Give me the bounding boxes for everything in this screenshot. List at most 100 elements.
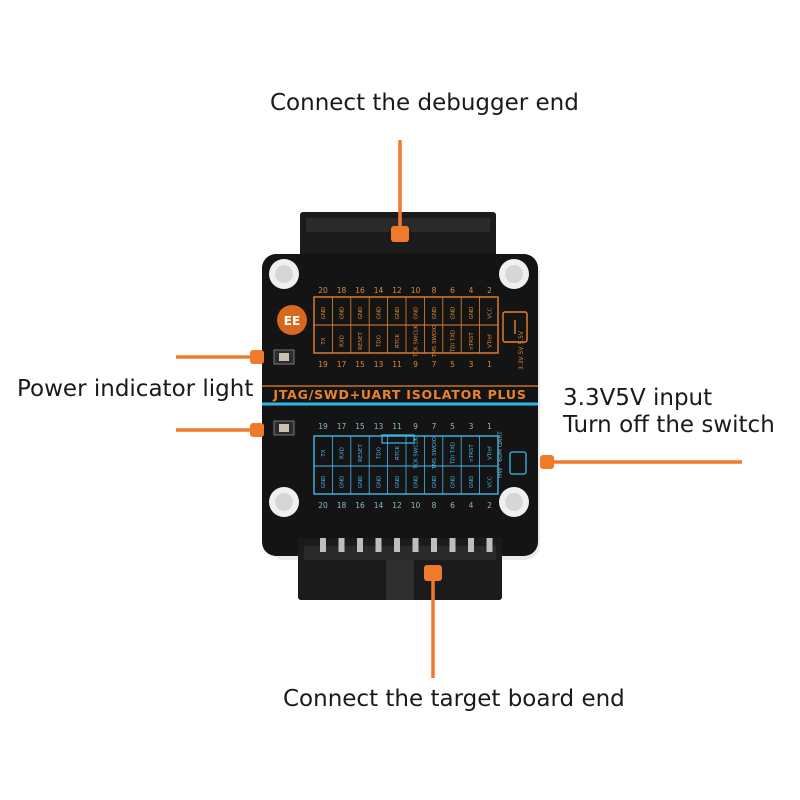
pin-number: 14	[374, 286, 384, 295]
pin-label: TX	[321, 337, 327, 345]
pin-label: TDI TXD	[451, 442, 457, 465]
pin-number: 3	[469, 360, 474, 369]
pin-number: 13	[374, 422, 384, 431]
pin-label: TDI TXD	[451, 330, 457, 353]
pin-number: 2	[487, 286, 492, 295]
pin-label: TDO	[377, 446, 383, 460]
svg-text:HW · 60M UART: HW · 60M UART	[497, 431, 504, 478]
pin-number: 5	[450, 360, 455, 369]
pin-number: 3	[469, 422, 474, 431]
pin-label: TDO	[377, 334, 383, 348]
pin-number: 13	[374, 360, 384, 369]
callout-debugger-end: Connect the debugger end	[270, 90, 579, 116]
pin-number: 15	[355, 422, 365, 431]
pin-label: RXD	[340, 335, 346, 347]
power-indicator-led	[273, 420, 295, 436]
pin-number: 12	[392, 501, 402, 510]
pin-number: 11	[392, 422, 402, 431]
mounting-hole	[269, 487, 299, 517]
pin-number: 4	[469, 286, 474, 295]
pin-number: 18	[337, 286, 347, 295]
pin-label: GND	[414, 476, 420, 489]
header-pin	[486, 538, 493, 552]
pin-number: 7	[432, 422, 437, 431]
pin-number: 14	[374, 501, 384, 510]
mounting-hole	[269, 259, 299, 289]
pin-number: 19	[318, 360, 328, 369]
pin-label: nTRST	[469, 332, 475, 350]
pin-number: 16	[355, 286, 365, 295]
pin-number: 16	[355, 501, 365, 510]
pin-number: 10	[411, 286, 421, 295]
pin-label: RESET	[358, 444, 364, 462]
pin-number: 17	[337, 360, 347, 369]
board-title: JTAG/SWD+UART ISOLATOR PLUS	[272, 387, 526, 402]
power-indicator-led	[273, 349, 295, 365]
pin-label: GND	[395, 307, 401, 320]
pin-label: RESET	[358, 332, 364, 350]
pin-label: nTRST	[469, 444, 475, 462]
pin-label: TCK SWCLK	[414, 325, 420, 358]
callout-power-indicator: Power indicator light	[17, 376, 254, 402]
power-switch	[502, 311, 528, 343]
pin-number: 5	[450, 422, 455, 431]
pin-number: 10	[411, 501, 421, 510]
pin-number: 6	[450, 501, 455, 510]
pin-number: 9	[413, 422, 418, 431]
pin-label: VCC	[488, 307, 494, 319]
pin-label: GND	[451, 307, 457, 320]
pin-label: GND	[451, 476, 457, 489]
header-pin	[431, 538, 437, 552]
bottom-idc-connector	[298, 538, 502, 600]
pin-label: GND	[340, 307, 346, 320]
callout-leader-lines	[176, 140, 742, 678]
pin-number: 12	[392, 286, 402, 295]
pin-number: 20	[318, 286, 328, 295]
pin-number: 7	[432, 360, 437, 369]
pin-number: 9	[413, 360, 418, 369]
pin-number: 1	[487, 422, 492, 431]
pin-number: 8	[432, 501, 437, 510]
pin-number: 17	[337, 422, 347, 431]
pin-label: GND	[395, 476, 401, 489]
header-pin	[338, 538, 345, 552]
svg-text:3.3V 5V 5.5V: 3.3V 5V 5.5V	[518, 330, 525, 370]
pin-label: GND	[377, 307, 383, 320]
pin-label: RXD	[340, 447, 346, 459]
header-pin	[449, 538, 456, 552]
pin-number: 20	[318, 501, 328, 510]
pin-number: 8	[432, 286, 437, 295]
mounting-hole	[499, 487, 529, 517]
pin-label: GND	[469, 307, 475, 320]
pin-label: VTref	[488, 333, 494, 348]
header-pin	[320, 538, 326, 552]
pin-label: VTref	[488, 445, 494, 460]
pin-number: 2	[487, 501, 492, 510]
pin-number: 18	[337, 501, 347, 510]
pin-label: GND	[432, 476, 438, 489]
pin-number: 1	[487, 360, 492, 369]
pin-number: 15	[355, 360, 365, 369]
pin-label: VCC	[488, 476, 494, 488]
pin-label: RTCK	[395, 334, 401, 348]
header-pin	[412, 538, 419, 552]
callout-input-voltage: 3.3V5V input	[563, 385, 713, 411]
pin-label: TMS SWDIO	[432, 436, 438, 470]
ee-logo: EE	[277, 305, 307, 335]
callout-switch-note: Turn off the switch	[563, 412, 775, 438]
pin-label: GND	[321, 476, 327, 489]
pin-number: 11	[392, 360, 402, 369]
callout-target-end: Connect the target board end	[283, 686, 625, 712]
pin-number: 19	[318, 422, 328, 431]
pin-label: TCK SWCLK	[414, 437, 420, 470]
pin-number: 4	[469, 501, 474, 510]
pin-number: 6	[450, 286, 455, 295]
header-pin	[468, 538, 474, 552]
pin-label: TX	[321, 449, 327, 457]
pin-label: GND	[414, 307, 420, 320]
pin-label: GND	[340, 476, 346, 489]
header-pin	[394, 538, 400, 552]
pin-label: GND	[469, 476, 475, 489]
